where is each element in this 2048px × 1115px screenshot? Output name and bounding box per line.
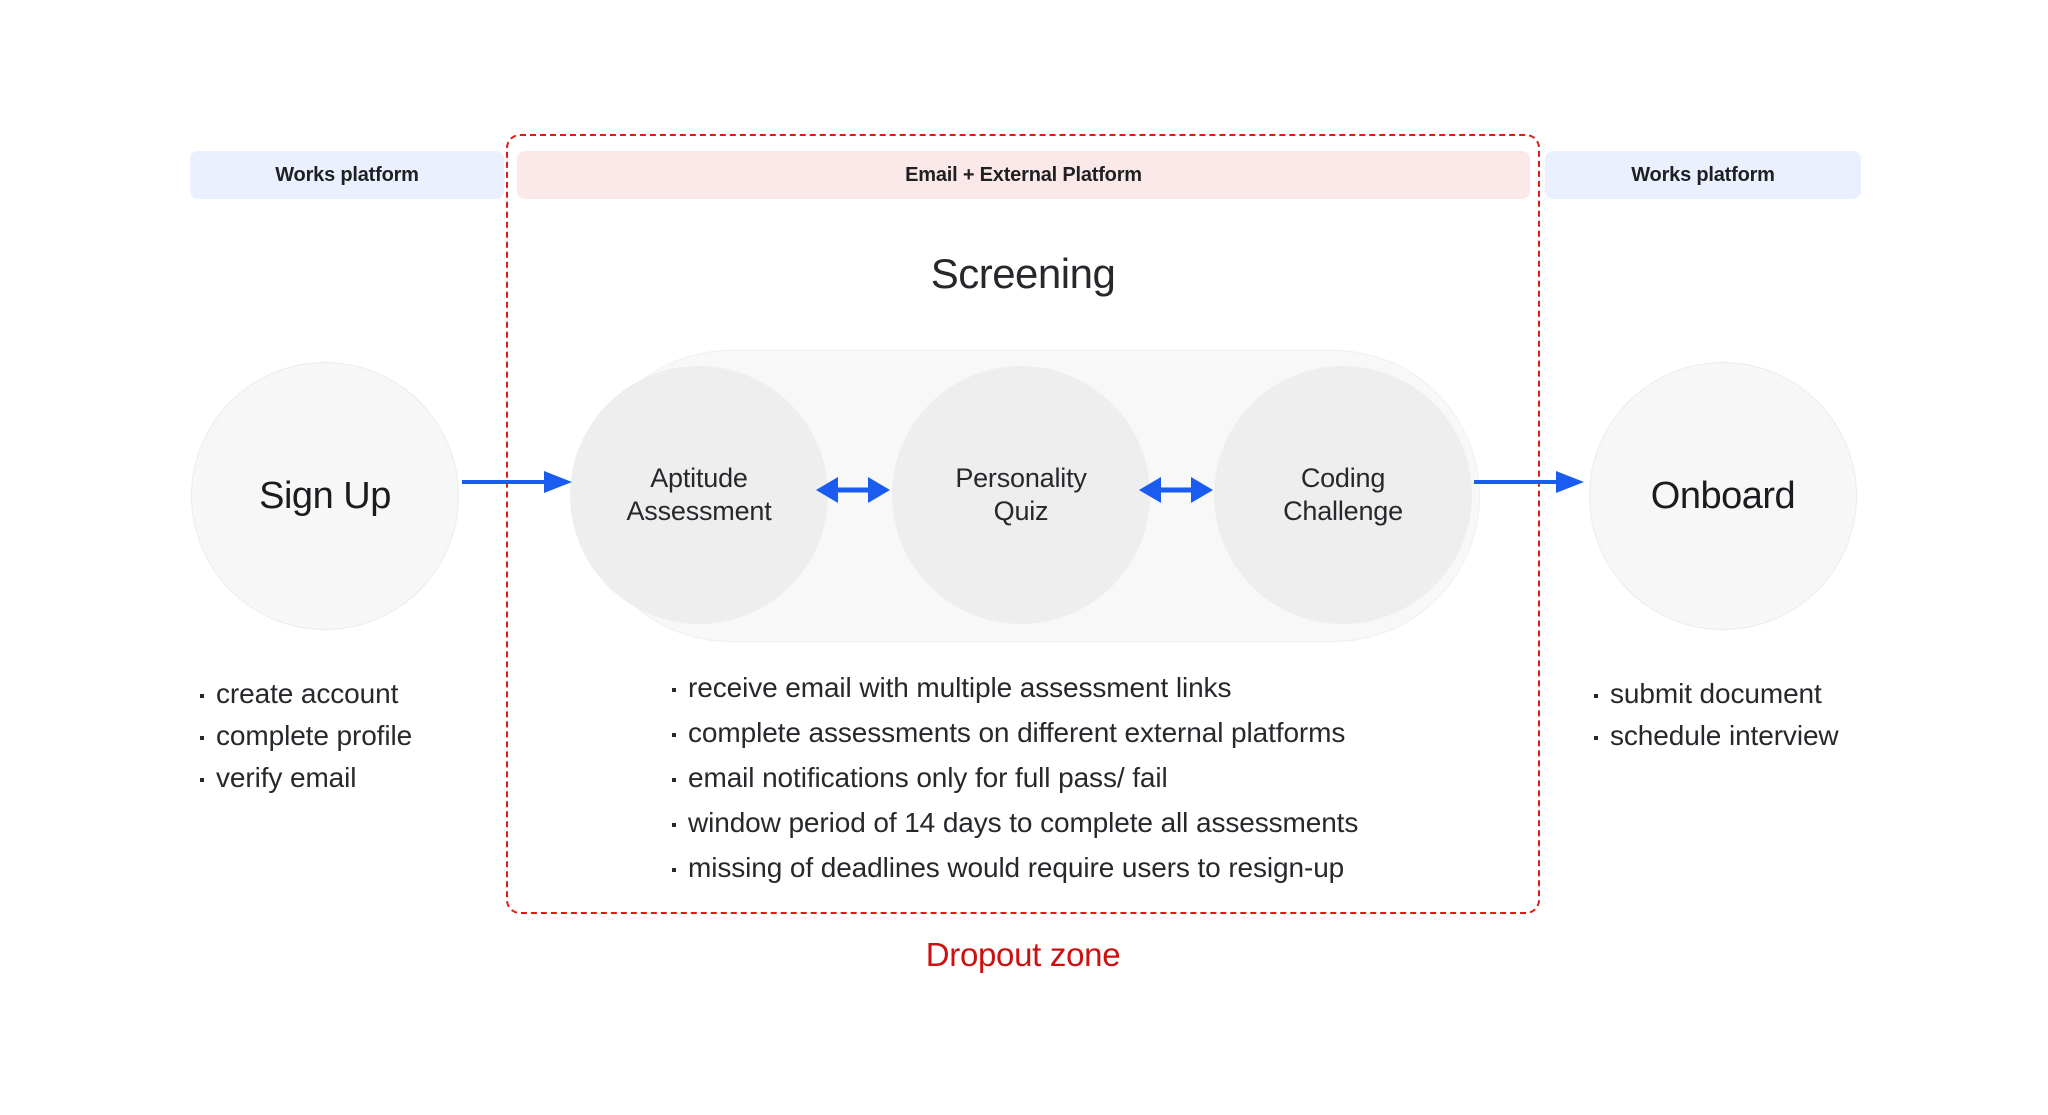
step-label-line1: Coding: [1300, 463, 1386, 494]
bullet-marker-icon: [672, 823, 676, 827]
stage-label-onboard: Onboard: [1650, 474, 1796, 517]
bullet-marker-icon: [200, 778, 204, 782]
list-item: verify email: [200, 762, 412, 794]
bullet-marker-icon: [672, 868, 676, 872]
list-item: window period of 14 days to complete all…: [672, 807, 1358, 839]
list-item-label: verify email: [216, 762, 357, 793]
list-item: email notifications only for full pass/ …: [672, 762, 1358, 794]
step-label-line1: Aptitude: [650, 463, 748, 494]
stage-circle-sign-up: Sign Up: [191, 362, 459, 630]
list-item: complete assessments on different extern…: [672, 717, 1358, 749]
arrow-bidirectional-personality-coding: [1139, 477, 1213, 503]
list-item: complete profile: [200, 720, 412, 752]
header-bar-works-platform-left: Works platform: [190, 151, 504, 199]
list-item: create account: [200, 678, 412, 710]
step-label-line2: Challenge: [1283, 496, 1403, 526]
bullet-list-onboard: submit document schedule interview: [1594, 678, 1839, 762]
list-item-label: submit document: [1610, 678, 1822, 709]
bullet-marker-icon: [1594, 694, 1598, 698]
stage-circle-onboard: Onboard: [1589, 362, 1857, 630]
header-bar-email-external-platform: Email + External Platform: [517, 151, 1530, 199]
screening-step-personality-quiz: Personality Quiz: [892, 366, 1150, 624]
arrow-right-signup-to-screening: [462, 471, 572, 493]
list-item-label: schedule interview: [1610, 720, 1839, 751]
list-item-label: create account: [216, 678, 399, 709]
arrow-bidirectional-aptitude-personality: [816, 477, 890, 503]
bullet-marker-icon: [672, 778, 676, 782]
bullet-list-sign-up: create account complete profile verify e…: [200, 678, 412, 804]
stage-label-sign-up: Sign Up: [259, 474, 391, 517]
step-label-line1: Personality: [955, 463, 1087, 494]
bullet-marker-icon: [200, 736, 204, 740]
dropout-zone-boundary: [506, 134, 1540, 914]
list-item: missing of deadlines would require users…: [672, 852, 1358, 884]
bullet-list-screening: receive email with multiple assessment l…: [672, 672, 1358, 897]
list-item-label: complete profile: [216, 720, 413, 751]
bullet-marker-icon: [672, 688, 676, 692]
list-item: receive email with multiple assessment l…: [672, 672, 1358, 704]
step-label-line2: Assessment: [626, 496, 772, 526]
list-item-label: email notifications only for full pass/ …: [688, 762, 1168, 793]
list-item-label: window period of 14 days to complete all…: [688, 807, 1359, 838]
dropout-zone-label: Dropout zone: [925, 936, 1121, 973]
bullet-marker-icon: [672, 733, 676, 737]
step-label-line2: Quiz: [993, 496, 1049, 526]
screening-step-coding-challenge: Coding Challenge: [1214, 366, 1472, 624]
list-item-label: receive email with multiple assessment l…: [688, 672, 1232, 703]
arrow-right-screening-to-onboard: [1474, 471, 1584, 493]
list-item-label: complete assessments on different extern…: [688, 717, 1346, 748]
list-item: schedule interview: [1594, 720, 1839, 752]
bullet-marker-icon: [1594, 736, 1598, 740]
header-bar-works-platform-right: Works platform: [1545, 151, 1861, 199]
bullet-marker-icon: [200, 694, 204, 698]
screening-title: Screening: [930, 250, 1116, 297]
screening-step-aptitude-assessment: Aptitude Assessment: [570, 366, 828, 624]
list-item: submit document: [1594, 678, 1839, 710]
list-item-label: missing of deadlines would require users…: [688, 852, 1345, 883]
